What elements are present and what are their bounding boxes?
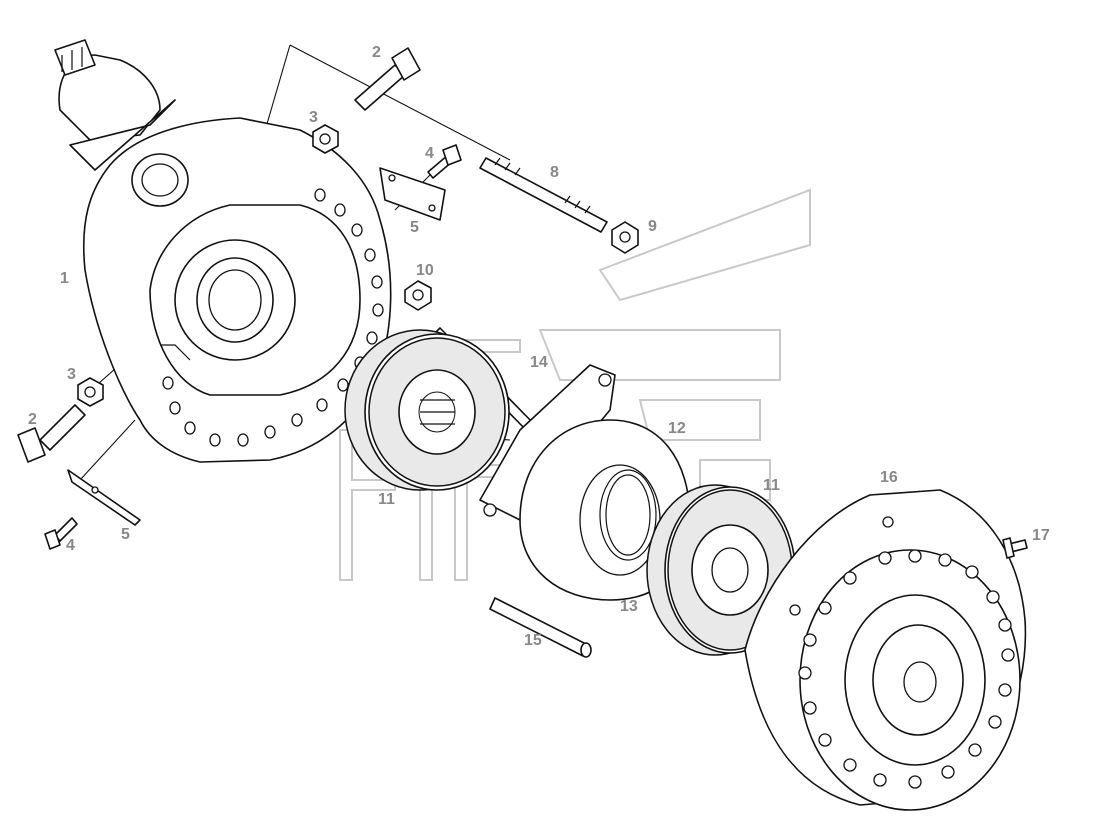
callout-14: 14 [530,354,548,371]
callout-5-upper: 5 [410,219,419,236]
bolt-part-4-upper [427,144,462,179]
bolt-part-2-lower [17,404,86,463]
nut-part-9 [611,221,639,254]
screw-part-17 [1002,537,1028,559]
ring-part-13 [599,469,657,561]
nut-part-3-upper [312,124,339,154]
callout-11-left: 11 [378,491,395,508]
callout-9: 9 [648,218,657,235]
bolt-part-2-upper [354,47,421,111]
housing-fitting [54,39,176,171]
callout-2-upper: 2 [372,44,381,61]
callout-4-lower: 4 [66,537,75,554]
bolt-part-4-lower [44,517,78,550]
pin-part-15 [489,597,592,658]
nut-part-3-lower [77,377,104,407]
callout-3-upper: 3 [309,109,318,126]
hub-part-16 [744,489,1027,811]
callout-15: 15 [524,632,542,649]
plate-part-5-lower [67,469,141,526]
callout-11-right: 11 [763,477,780,494]
nut-part-10 [404,280,432,311]
callout-2-lower: 2 [28,411,37,428]
callout-12: 12 [668,420,686,437]
callout-5-lower: 5 [121,526,130,543]
callout-4-upper: 4 [425,145,434,162]
brake-disc-part-11-left [344,329,510,491]
callout-17: 17 [1032,527,1050,544]
callout-8: 8 [550,164,559,181]
hub-bolt-holes [798,549,1015,789]
callout-1: 1 [60,270,69,287]
callout-3-lower: 3 [67,366,76,383]
plate-part-5-upper [379,167,446,221]
housing-part-1 [82,117,392,463]
callout-10: 10 [416,262,434,279]
stud-part-8 [479,157,608,233]
callout-16: 16 [880,469,898,486]
callout-labels: 1 2 2 3 3 4 4 5 5 8 9 10 11 11 12 13 14 … [28,44,1050,649]
callout-13: 13 [620,598,638,615]
